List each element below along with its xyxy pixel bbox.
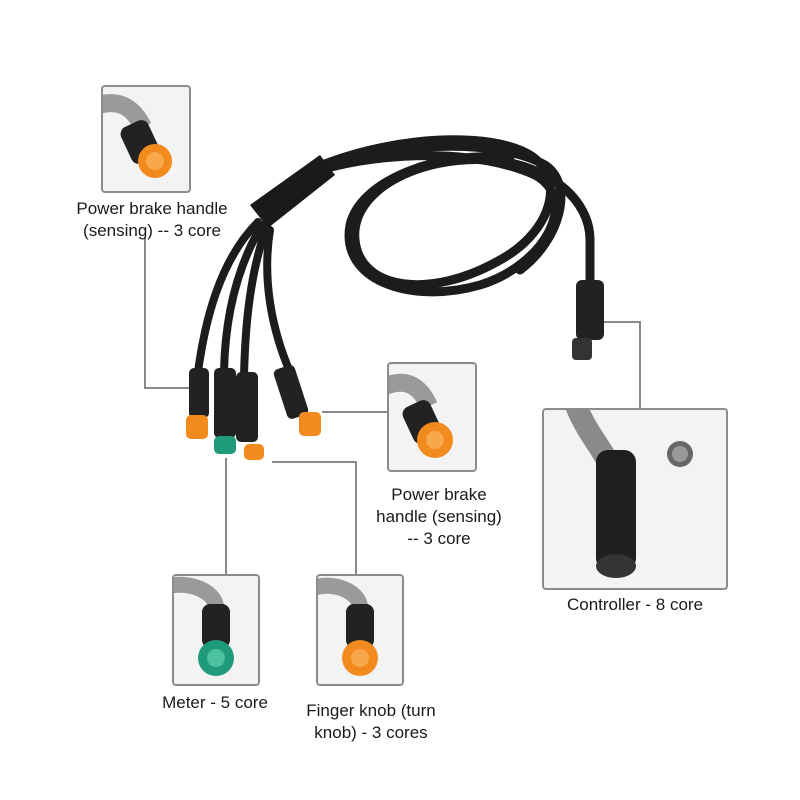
inset-brake-handle-right: [387, 362, 477, 472]
label-brake-handle-right: Power brake handle (sensing) -- 3 core: [376, 485, 502, 548]
leader-line-finger-knob: [272, 461, 357, 574]
label-controller: Controller - 8 core: [566, 595, 704, 614]
inset-controller: [542, 408, 728, 590]
orange-connector-icon: [389, 373, 453, 458]
splitter-body: [250, 155, 335, 228]
branch-connector-3: [236, 372, 264, 460]
orange-connector-icon: [103, 94, 172, 178]
orange-connector-icon: [318, 577, 378, 676]
label-meter: Meter - 5 core: [162, 693, 268, 712]
controller-plug: [572, 280, 604, 360]
label-brake-handle-left: Power brake handle (sensing) -- 3 core: [76, 199, 228, 240]
green-connector-icon: [174, 576, 234, 676]
label-finger-knob: Finger knob (turn knob) - 3 cores: [306, 701, 436, 742]
leader-line-controller: [600, 321, 641, 408]
branch-connector-2: [214, 368, 236, 454]
leader-line-brake-left: [144, 238, 192, 389]
inset-meter: [172, 574, 260, 686]
branch-cables: [194, 218, 294, 382]
coiled-cable: [295, 135, 595, 297]
inset-finger-knob: [316, 574, 404, 686]
controller-connector-icon: [566, 410, 693, 578]
leader-lines: [144, 238, 641, 574]
branch-connector-4: [273, 365, 321, 436]
inset-brake-handle-left: [101, 85, 191, 193]
branch-connector-1: [186, 368, 209, 439]
